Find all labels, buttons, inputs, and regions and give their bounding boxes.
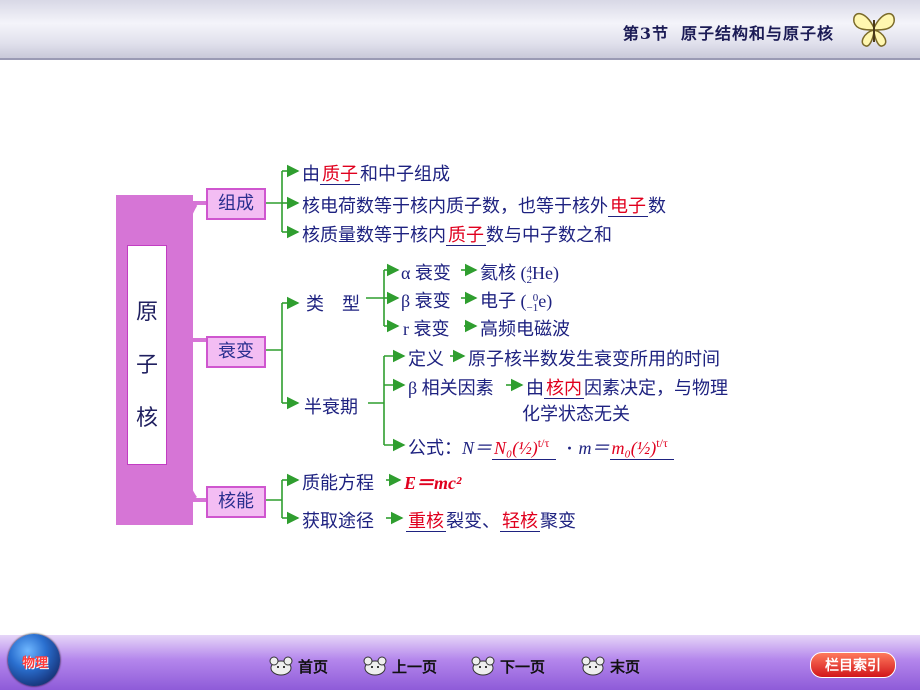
beta-result: 电子 (0−1e) bbox=[480, 291, 553, 314]
nav-last-label: 末页 bbox=[610, 657, 641, 676]
nav-first-label: 首页 bbox=[298, 657, 329, 676]
globe-logo bbox=[8, 634, 60, 686]
nav-next-page[interactable]: 下一页 bbox=[470, 652, 545, 680]
answer-blank: 轻核 bbox=[500, 511, 540, 532]
nav-next-label: 下一页 bbox=[500, 657, 546, 676]
footer-bar bbox=[0, 635, 920, 690]
butterfly-icon bbox=[853, 13, 895, 47]
root-label: 原 子 核 bbox=[127, 285, 167, 444]
gamma-decay: r 衰变 bbox=[403, 319, 450, 339]
methods-label: 获取途径 bbox=[302, 511, 374, 531]
header-bar bbox=[0, 0, 920, 60]
root-label-box bbox=[127, 245, 167, 465]
mass-energy-label: 质能方程 bbox=[302, 473, 374, 493]
answer-blank: 质子 bbox=[446, 225, 486, 246]
index-button[interactable]: 栏目索引 bbox=[810, 652, 896, 678]
factors-label: β 相关因素 bbox=[408, 378, 494, 398]
mouse-icon bbox=[581, 656, 605, 676]
answer-blank: 质子 bbox=[320, 164, 360, 185]
composition-line-2: 核电荷数等于核内质子数，也等于核外电子数 bbox=[302, 196, 666, 217]
half-life-label: 半衰期 bbox=[304, 397, 358, 417]
nav-prev-label: 上一页 bbox=[392, 657, 438, 676]
gamma-result: 高频电磁波 bbox=[480, 319, 570, 339]
factors-text-line-2: 化学状态无关 bbox=[522, 404, 630, 424]
alpha-decay: α 衰变 bbox=[401, 263, 451, 283]
root-char-2: 子 bbox=[135, 352, 158, 377]
nav-first-page[interactable]: 首页 bbox=[268, 652, 328, 680]
category-composition: 组成 bbox=[206, 188, 266, 220]
composition-line-1: 由质子和中子组成 bbox=[302, 164, 450, 185]
definition-text: 原子核半数发生衰变所用的时间 bbox=[468, 349, 720, 369]
beta-decay: β 衰变 bbox=[401, 291, 451, 311]
methods-text: 重核裂变、轻核聚变 bbox=[406, 511, 576, 532]
nav-last-page[interactable]: 末页 bbox=[580, 652, 640, 680]
category-energy: 核能 bbox=[206, 486, 266, 518]
subject-badge: 物理 bbox=[21, 656, 48, 671]
category-decay: 衰变 bbox=[206, 336, 266, 368]
mouse-icon bbox=[471, 656, 495, 676]
decay-types-label: 类 型 bbox=[306, 294, 360, 314]
root-char-1: 原 bbox=[135, 299, 158, 324]
root-char-3: 核 bbox=[135, 405, 158, 430]
nav-prev-page[interactable]: 上一页 bbox=[362, 652, 437, 680]
formula-line: 公式：N＝N₀(½)t/τ ·m＝m₀(½)t/τ bbox=[408, 434, 674, 460]
mass-energy-equation: E＝mc² bbox=[404, 473, 462, 493]
page-title: 第3节原子结构和与原子核 bbox=[623, 20, 834, 44]
section-number: 第3节 bbox=[622, 24, 669, 43]
answer-blank: 重核 bbox=[406, 511, 446, 532]
answer-blank: 核内 bbox=[544, 378, 584, 399]
composition-line-3: 核质量数等于核内质子数与中子数之和 bbox=[302, 225, 612, 246]
answer-blank: 电子 bbox=[608, 196, 648, 217]
factors-text: 由核内因素决定，与物理 bbox=[526, 378, 728, 399]
mouse-icon bbox=[363, 656, 387, 676]
mouse-icon bbox=[269, 656, 293, 676]
section-title: 原子结构和与原子核 bbox=[680, 24, 834, 43]
definition-label: 定义 bbox=[408, 349, 444, 369]
